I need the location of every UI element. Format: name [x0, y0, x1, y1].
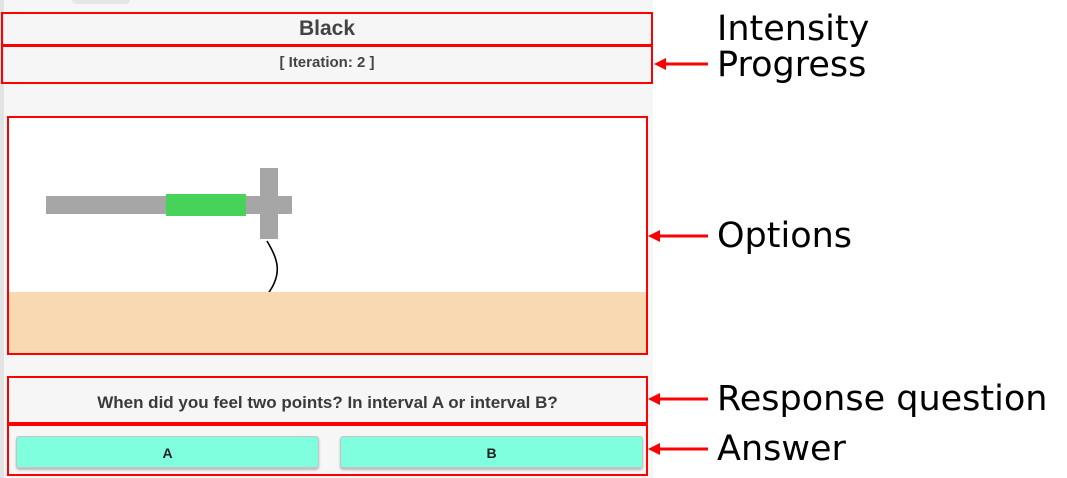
iteration-progress: [ Iteration: 2 ]	[279, 54, 375, 71]
probe-shaft	[46, 196, 166, 214]
annotation-progress: Progress	[717, 45, 867, 85]
answer-b-button[interactable]: B	[340, 436, 643, 468]
response-question-text: When did you feel two points? In interva…	[97, 393, 558, 412]
intensity-label: Black	[298, 17, 356, 40]
probe-green-segment	[166, 194, 246, 216]
experiment-app-panel: Black [ Iteration: 2 ] When did you feel…	[0, 0, 653, 478]
options-stimulus-area	[7, 116, 648, 355]
top-tab-nub	[72, 0, 130, 4]
progress-arrow-icon	[654, 58, 708, 70]
answer-arrow-icon	[648, 443, 708, 455]
probe-vertical	[260, 168, 278, 239]
progress-highlight-box: [ Iteration: 2 ]	[1, 45, 653, 84]
annotation-answer: Answer	[717, 429, 846, 469]
answer-a-button[interactable]: A	[16, 436, 319, 468]
options-arrow-icon	[648, 230, 708, 242]
annotation-intensity: Intensity	[717, 9, 870, 49]
answer-box: A B	[7, 424, 648, 476]
probe-wire	[266, 240, 279, 296]
two-point-probe-icon	[46, 168, 292, 296]
annotation-response-question: Response question	[717, 379, 1048, 419]
intensity-highlight-box: Black	[1, 12, 653, 46]
skin-surface	[9, 292, 646, 353]
response-question-box: When did you feel two points? In interva…	[7, 376, 648, 424]
annotation-options: Options	[717, 216, 853, 256]
question-arrow-icon	[648, 393, 708, 405]
app-left-edge	[0, 0, 4, 478]
